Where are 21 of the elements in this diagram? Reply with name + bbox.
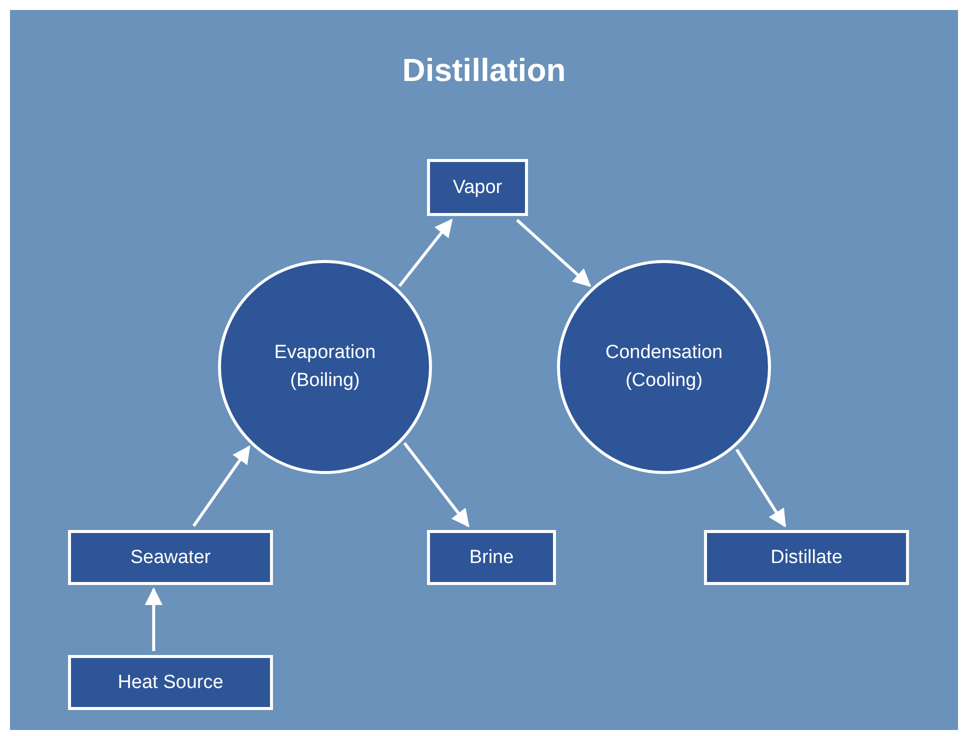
diagram-title: Distillation	[401, 52, 567, 89]
arrow	[735, 448, 786, 528]
process-box	[427, 530, 556, 585]
node-label: Brine	[469, 546, 514, 570]
node-label: Seawater	[130, 546, 211, 570]
process-box	[427, 159, 528, 216]
arrow	[403, 442, 470, 528]
node-label: Vapor	[452, 176, 502, 200]
node-label: Distillate	[770, 546, 842, 570]
process-circle	[557, 260, 771, 474]
process-box	[704, 530, 909, 585]
process-box	[68, 530, 273, 585]
node-label: Heat Source	[118, 670, 224, 695]
node-label: Evaporation (Boiling)	[273, 341, 377, 393]
arrow	[398, 218, 453, 287]
process-circle	[218, 260, 432, 474]
process-box	[68, 655, 273, 710]
arrow	[516, 218, 592, 287]
arrow	[144, 587, 163, 651]
arrow	[192, 445, 250, 527]
node-label: Condensation (Cooling)	[604, 341, 724, 393]
